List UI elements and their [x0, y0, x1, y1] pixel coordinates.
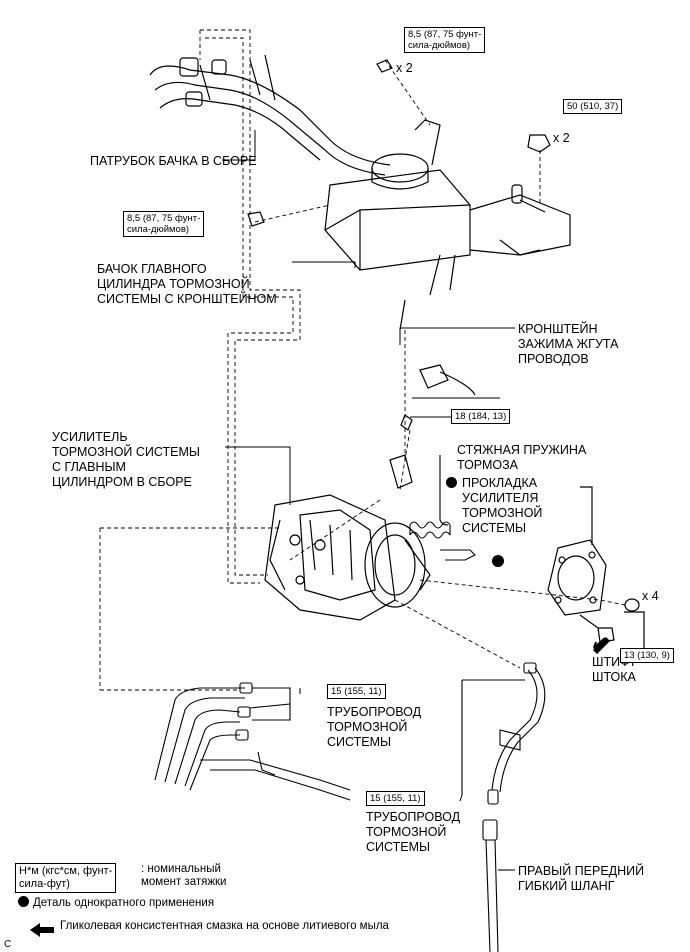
brake-lines-left: [154, 682, 351, 801]
reservoir-body: [324, 119, 571, 296]
torque-box-5: 13 (130, 9): [620, 648, 674, 663]
legend-non-reusable: Деталь однократного применения: [18, 896, 214, 911]
booster-master-cylinder: [264, 494, 431, 621]
flexible-hose: [482, 819, 510, 952]
label-booster-gasket: ПРОКЛАДКА УСИЛИТЕЛЯ ТОРМОЗНОЙ СИСТЕМЫ: [446, 476, 542, 535]
label-tank-union: ПАТРУБОК БАЧКА В СБОРЕ: [90, 154, 257, 168]
brake-line-right: [461, 662, 546, 805]
clip: [440, 549, 476, 561]
push-rod-pin: [579, 598, 645, 650]
label-brake-line-1: ТРУБОПРОВОД ТОРМОЗНОЙ СИСТЕМЫ: [327, 705, 422, 749]
torque-box-3: 8,5 (87, 75 фунт- сила-дюймов): [123, 211, 205, 237]
legend-non-reusable-text: Деталь однократного применения: [33, 897, 215, 909]
assembly-guide-lines: [99, 29, 626, 691]
torque-box-4: 18 (184, 13): [451, 409, 511, 424]
torque-box-1: 8,5 (87, 75 фунт- сила-дюймов): [404, 27, 486, 53]
torque-box-7: 15 (155, 11): [366, 791, 425, 806]
label-booster-gasket-text: ПРОКЛАДКА УСИЛИТЕЛЯ ТОРМОЗНОЙ СИСТЕМЫ: [462, 476, 543, 535]
quantity-nut-booster: x 4: [642, 589, 659, 603]
quantity-nut-reservoir: x 2: [553, 131, 570, 145]
quantity-bolt-upper: x 2: [396, 61, 413, 75]
leader-lines: [222, 130, 515, 871]
label-return-spring: СТЯЖНАЯ ПРУЖИНА ТОРМОЗА: [457, 443, 587, 472]
legend-unit-box: Н*м (кгс*см, фунт- сила-фут): [15, 863, 117, 893]
label-front-hose: ПРАВЫЙ ПЕРЕДНИЙ ГИБКИЙ ШЛАНГ: [518, 864, 645, 893]
label-reservoir: БАЧОК ГЛАВНОГО ЦИЛИНДРА ТОРМОЗНОЙ СИСТЕМ…: [97, 262, 277, 306]
legend-unit-description: : номинальный момент затяжки: [141, 863, 227, 888]
torque-box-6: 15 (155, 11): [327, 684, 386, 699]
non-reusable-icon: [446, 477, 457, 488]
booster-gasket-shape: [547, 486, 607, 616]
legend-grease-arrow-icon: [30, 923, 54, 937]
label-harness-clamp: КРОНШТЕЙН ЗАЖИМА ЖГУТА ПРОВОДОВ: [518, 322, 619, 366]
harness-clamp-bracket: [389, 299, 476, 489]
upper-fasteners: [247, 59, 551, 227]
torque-box-2: 50 (510, 37): [563, 99, 623, 114]
corner-code: C: [4, 939, 12, 950]
legend-grease: Гликолевая консистентная смазка на основ…: [60, 920, 389, 932]
label-brake-line-2: ТРУБОПРОВОД ТОРМОЗНОЙ СИСТЕМЫ: [366, 810, 461, 854]
non-reusable-mark-clip: [492, 555, 504, 567]
tank-union-pipes: [149, 54, 391, 176]
legend-non-reusable-icon: [18, 896, 29, 907]
label-booster: УСИЛИТЕЛЬ ТОРМОЗНОЙ СИСТЕМЫ С ГЛАВНЫМ ЦИ…: [52, 430, 200, 489]
grease-arrow: [593, 637, 610, 654]
return-spring: [409, 455, 451, 539]
